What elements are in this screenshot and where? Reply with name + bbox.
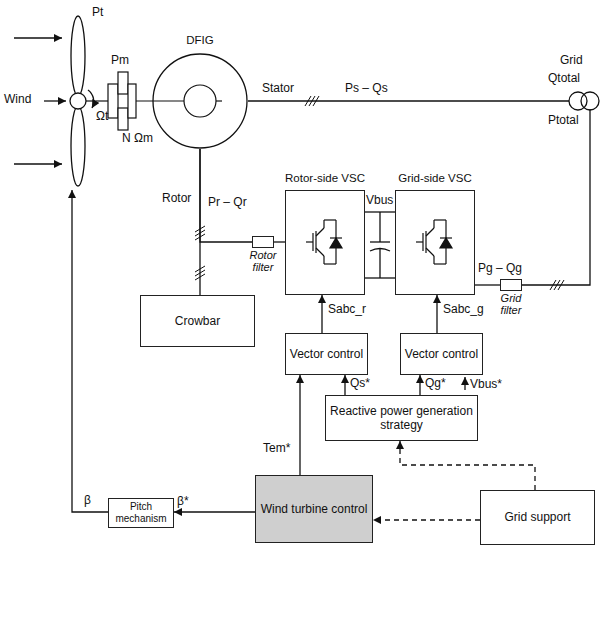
node-text: Pitch mechanism bbox=[109, 501, 173, 525]
edge-label: Sabc_g bbox=[442, 303, 485, 316]
signal-connector bbox=[436, 295, 437, 333]
filter-box: Rotor filter bbox=[252, 236, 274, 248]
dfig-machine: DFIG bbox=[152, 53, 248, 149]
signal-label: Pm bbox=[111, 54, 129, 67]
filter-box: Grid filter bbox=[500, 279, 522, 291]
machine-outline bbox=[152, 53, 248, 149]
signal-label: N bbox=[122, 132, 131, 145]
signal-connector bbox=[419, 375, 420, 395]
signal-label: Wind bbox=[4, 93, 31, 106]
signal-connector bbox=[199, 149, 200, 295]
node-text: Grid support bbox=[504, 510, 570, 524]
signal-connector bbox=[344, 375, 345, 395]
signal-label: Rotor bbox=[162, 192, 191, 205]
node-heading: Grid filter bbox=[489, 292, 533, 316]
control-box: Vector control bbox=[400, 333, 483, 375]
signal-label: Grid bbox=[560, 54, 583, 67]
signal-label: Ωm bbox=[134, 132, 153, 145]
signal-connector bbox=[373, 519, 480, 520]
signal-label: β bbox=[84, 494, 91, 507]
signal-label: Ps – Qs bbox=[345, 82, 388, 95]
node-text: Wind turbine control bbox=[261, 502, 368, 516]
strategy-box: Reactive power generation strategy bbox=[325, 395, 478, 441]
signal-connector bbox=[321, 295, 322, 333]
transformer-symbol bbox=[569, 92, 599, 110]
edge-label: Qs* bbox=[349, 377, 371, 390]
signal-label: Vbus* bbox=[470, 378, 502, 391]
edge-label: Sabc_r bbox=[327, 303, 367, 316]
control-box: Wind turbine control bbox=[255, 475, 373, 543]
pitch-box: Pitch mechanism bbox=[108, 498, 174, 528]
three-phase-marks bbox=[195, 96, 564, 290]
signal-connector bbox=[174, 511, 255, 512]
signal-label: Ωt bbox=[96, 110, 108, 123]
signal-label: Stator bbox=[262, 82, 294, 95]
node-heading: Grid-side VSC bbox=[398, 172, 472, 186]
edge-label: β* bbox=[176, 495, 190, 508]
node-text: Vector control bbox=[290, 347, 363, 361]
edge-label: Tem* bbox=[262, 442, 291, 455]
node-text: Vector control bbox=[405, 347, 478, 361]
edge-label: Qg* bbox=[424, 377, 447, 390]
igbt-symbol bbox=[306, 220, 342, 264]
signal-connector bbox=[365, 211, 395, 212]
signal-connector bbox=[274, 241, 285, 242]
igbt-symbol bbox=[416, 220, 452, 264]
converter-box: Grid-side VSC bbox=[395, 190, 475, 295]
signal-label: Pt bbox=[92, 6, 103, 19]
signal-label: Vbus bbox=[366, 194, 393, 207]
control-box: Vector control bbox=[285, 333, 368, 375]
crowbar-box: Crowbar bbox=[140, 295, 255, 347]
signal-label: Qtotal bbox=[548, 72, 580, 85]
support-box: Grid support bbox=[480, 490, 595, 545]
signal-label: Pg – Qg bbox=[478, 262, 522, 275]
node-text: Reactive power generation strategy bbox=[326, 404, 477, 433]
signal-label: Ptotal bbox=[548, 114, 579, 127]
signal-connector bbox=[200, 149, 252, 242]
wind-arrows bbox=[14, 38, 66, 164]
node-text: Crowbar bbox=[175, 314, 220, 328]
signal-connector bbox=[400, 441, 535, 490]
signal-connector bbox=[299, 375, 300, 475]
machine-outline bbox=[153, 54, 247, 148]
signal-label: Pr – Qr bbox=[208, 196, 247, 209]
node-heading: Rotor filter bbox=[241, 249, 285, 273]
converter-box: Rotor-side VSC bbox=[285, 190, 365, 295]
gearbox bbox=[86, 72, 184, 130]
node-heading: Rotor-side VSC bbox=[285, 172, 365, 186]
signal-connector bbox=[475, 284, 500, 285]
node-heading: DFIG bbox=[186, 34, 213, 48]
dfig-rotor bbox=[184, 85, 222, 117]
power-wires bbox=[248, 101, 590, 285]
